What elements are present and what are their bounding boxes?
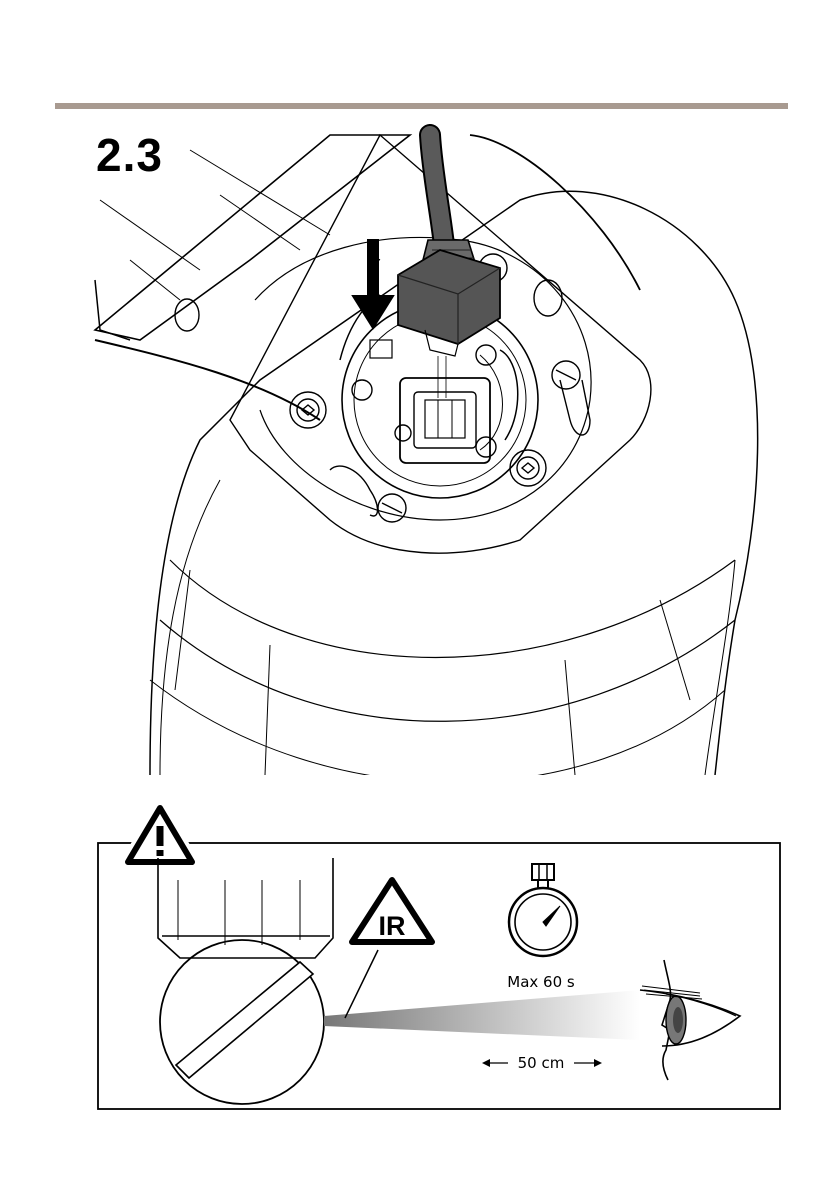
lid-cover	[95, 135, 651, 553]
warning-triangle-icon	[128, 808, 192, 862]
screws	[175, 254, 590, 522]
time-limit-label: Max 60 s	[507, 973, 575, 991]
camera-dome	[158, 858, 333, 1104]
ir-label: IR	[379, 911, 406, 941]
ir-triangle-icon: IR	[352, 880, 432, 942]
stopwatch-icon	[509, 864, 577, 956]
cable-connector	[398, 240, 500, 398]
eye-icon	[640, 960, 740, 1080]
network-cable	[430, 135, 444, 245]
ir-beam	[324, 950, 640, 1040]
distance-indicator: 50 cm	[482, 1054, 602, 1072]
distance-label: 50 cm	[518, 1054, 565, 1072]
